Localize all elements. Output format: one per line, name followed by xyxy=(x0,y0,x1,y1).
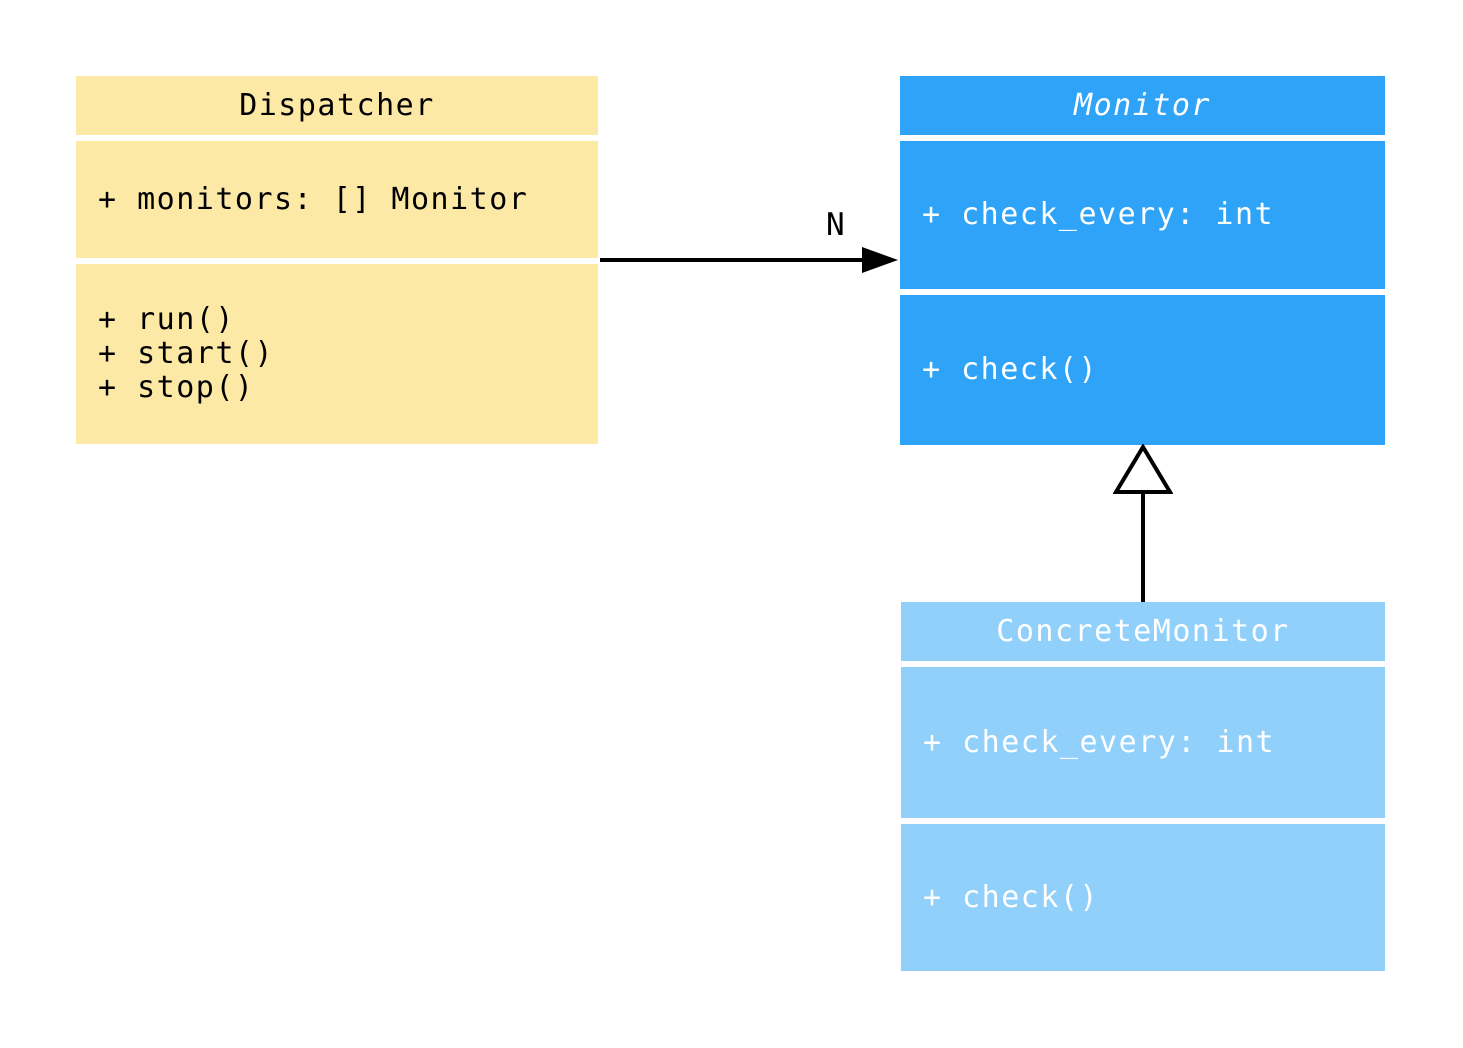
attribute-item: + check_every: int xyxy=(922,197,1275,232)
class-attributes-section: + check_every: int xyxy=(901,667,1385,818)
association-arrowhead-icon xyxy=(862,247,898,273)
class-box-monitor: Monitor + check_every: int + check() xyxy=(900,76,1385,445)
class-name: Monitor xyxy=(1074,88,1211,123)
class-title-section: Dispatcher xyxy=(76,76,598,135)
association-line xyxy=(600,258,863,262)
inheritance-line xyxy=(1141,492,1145,602)
class-attributes-section: + monitors: [] Monitor xyxy=(76,141,598,258)
class-title-section: Monitor xyxy=(900,76,1385,135)
attribute-item: + check_every: int xyxy=(923,724,1276,760)
method-item: + check() xyxy=(923,879,1100,915)
method-item: + stop() xyxy=(98,370,255,405)
class-name: Dispatcher xyxy=(239,88,435,123)
method-item: + start() xyxy=(98,336,275,371)
class-box-concrete-monitor: ConcreteMonitor + check_every: int + che… xyxy=(901,602,1385,971)
class-methods-section: + check() xyxy=(901,824,1385,971)
association-multiplicity-label: N xyxy=(826,207,845,243)
class-attributes-section: + check_every: int xyxy=(900,141,1385,289)
inheritance-triangle-icon xyxy=(1113,444,1173,494)
method-item: + check() xyxy=(922,352,1099,387)
class-name: ConcreteMonitor xyxy=(996,614,1290,649)
class-methods-section: + run() + start() + stop() xyxy=(76,264,598,444)
attribute-item: + monitors: [] Monitor xyxy=(98,181,529,217)
class-title-section: ConcreteMonitor xyxy=(901,602,1385,661)
class-box-dispatcher: Dispatcher + monitors: [] Monitor + run(… xyxy=(76,76,598,444)
method-item: + run() xyxy=(98,302,235,337)
class-methods-section: + check() xyxy=(900,295,1385,445)
